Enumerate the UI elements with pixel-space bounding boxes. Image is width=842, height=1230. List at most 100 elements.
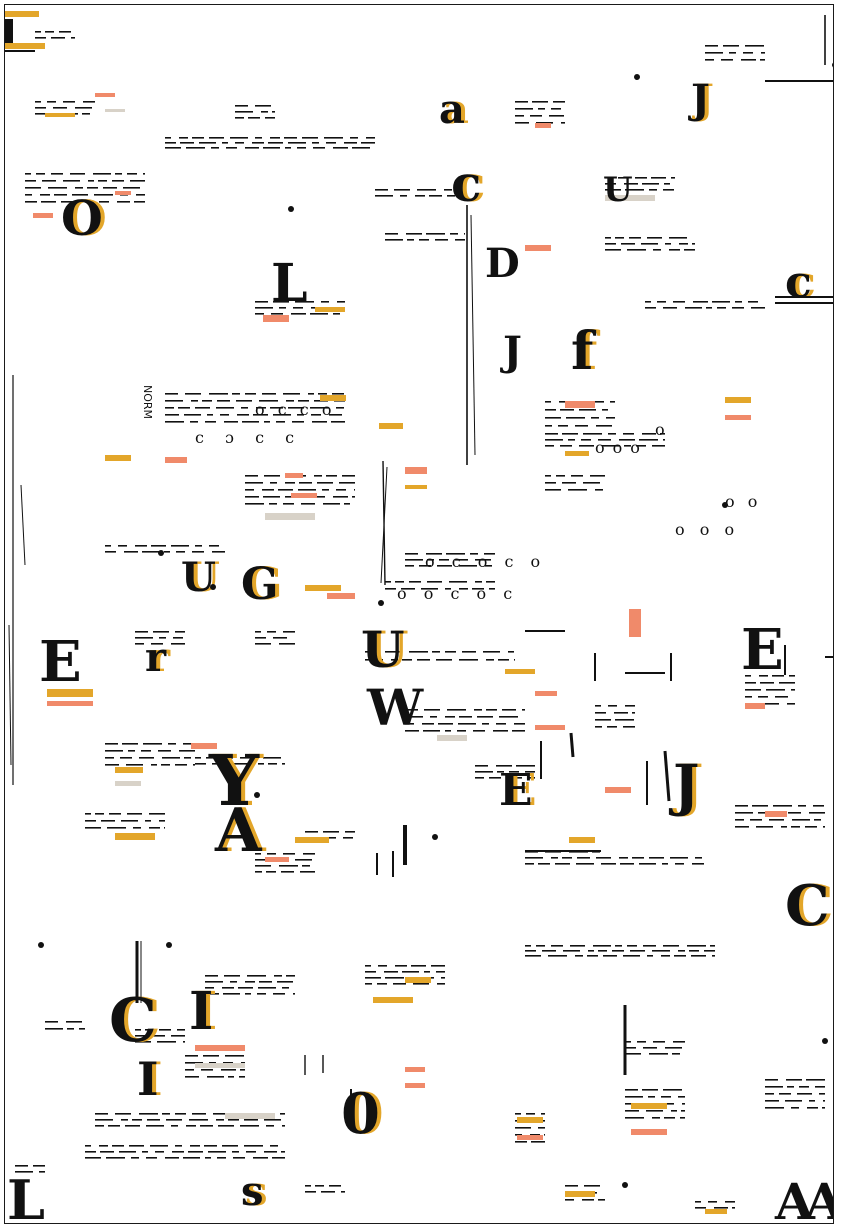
dash — [608, 433, 616, 435]
dash — [259, 400, 278, 402]
dash — [687, 945, 706, 947]
dash — [745, 689, 761, 691]
dash — [819, 1093, 825, 1095]
letterform-shadow: A — [218, 796, 267, 866]
dash — [365, 977, 381, 979]
dash — [63, 180, 80, 182]
dash — [245, 496, 259, 498]
letterform-shadow: c — [455, 154, 485, 213]
dash — [235, 111, 253, 113]
dash — [643, 945, 656, 947]
dash — [279, 643, 295, 645]
color-bar — [195, 1063, 245, 1068]
dash — [190, 421, 198, 423]
dash — [25, 173, 31, 175]
dash — [143, 173, 145, 175]
letterform-glyph: a — [439, 86, 465, 133]
dash — [583, 433, 602, 435]
color-bar — [437, 735, 467, 741]
dash — [772, 675, 784, 677]
dash — [225, 1055, 244, 1057]
dash — [422, 723, 434, 725]
dash — [295, 859, 312, 861]
dash — [595, 726, 602, 728]
dash — [561, 122, 565, 124]
dash — [582, 1199, 594, 1201]
dash — [211, 147, 219, 149]
dash — [255, 313, 264, 315]
dash — [459, 565, 477, 567]
dash — [344, 142, 357, 144]
dash — [423, 730, 440, 732]
letterform-glyph: J — [500, 328, 522, 375]
dash — [361, 142, 375, 144]
stroke-line — [569, 732, 575, 758]
dash — [222, 987, 234, 989]
dash — [743, 52, 753, 54]
dash — [424, 709, 440, 711]
ring-row: o c o c o — [425, 552, 546, 571]
letterform-shadow: E — [503, 765, 537, 816]
dash — [253, 1157, 268, 1159]
dash — [40, 194, 50, 196]
dash — [119, 1151, 136, 1153]
dash — [786, 1079, 802, 1081]
dash — [337, 301, 345, 303]
dash — [205, 987, 214, 989]
dash — [415, 195, 425, 197]
dash — [212, 763, 226, 765]
dash — [240, 1069, 245, 1071]
dash — [247, 975, 266, 977]
dash — [660, 433, 665, 435]
dash — [305, 1191, 316, 1193]
dash — [134, 201, 145, 203]
dash — [765, 1086, 783, 1088]
dash — [255, 307, 273, 309]
dash — [273, 637, 287, 639]
dash — [184, 414, 201, 416]
dash — [204, 1145, 217, 1147]
dash — [562, 433, 578, 435]
dot — [254, 792, 260, 798]
dash — [95, 1113, 108, 1115]
dash — [256, 407, 266, 409]
dash — [536, 122, 553, 124]
dash — [165, 147, 181, 149]
dash — [562, 482, 576, 484]
dash — [445, 651, 456, 653]
dash — [502, 709, 516, 711]
dash — [223, 1062, 233, 1064]
letterform-glyph: U — [603, 170, 633, 210]
letterform-glyph: O — [61, 191, 103, 247]
dash — [385, 977, 404, 979]
dash — [625, 189, 644, 191]
dash — [135, 545, 147, 547]
letterform-glyph: A — [804, 1172, 834, 1224]
dash — [95, 1119, 113, 1121]
dash — [99, 201, 109, 203]
color-bar — [725, 415, 751, 420]
dash — [525, 863, 534, 865]
dash — [625, 1117, 644, 1119]
dash — [813, 805, 824, 807]
color-bar — [745, 703, 765, 709]
dash — [105, 743, 118, 745]
dash — [577, 857, 590, 859]
dash — [329, 1185, 341, 1187]
dash — [321, 301, 329, 303]
dash — [283, 393, 300, 395]
dash — [559, 401, 568, 403]
dash — [129, 1145, 144, 1147]
dash — [115, 1113, 131, 1115]
letterform-glyph: I — [137, 1052, 159, 1106]
dash — [302, 865, 310, 867]
dash — [791, 1107, 799, 1109]
color-bar — [517, 1135, 543, 1140]
color-bar — [95, 93, 115, 97]
dash — [745, 45, 764, 47]
dash — [128, 750, 135, 752]
dash — [413, 983, 429, 985]
dash — [262, 393, 276, 395]
dash — [205, 981, 223, 983]
